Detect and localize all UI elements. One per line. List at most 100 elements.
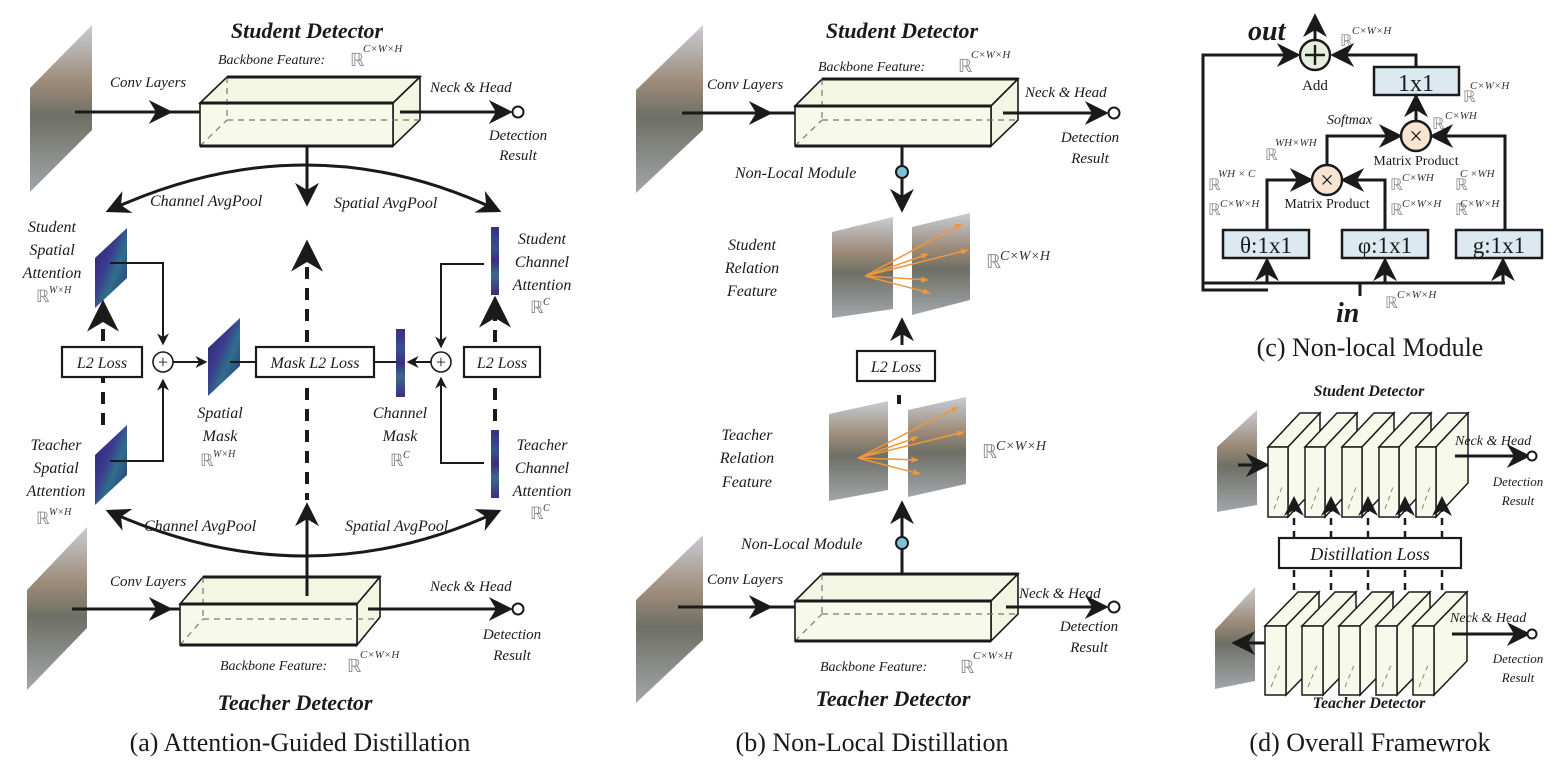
svg-text:C×W×H: C×W×H	[1352, 25, 1392, 37]
student-stage-5	[1414, 411, 1470, 519]
svg-text:g:1x1: g:1x1	[1473, 233, 1525, 258]
svg-text:Detection: Detection	[1060, 130, 1119, 146]
teacher-stage-blocks	[1263, 590, 1469, 697]
teacher-stage-5	[1411, 590, 1469, 697]
detection-output-node	[511, 105, 525, 119]
distillation-loss-arrows	[1284, 496, 1452, 600]
l2-loss-box-b	[855, 349, 937, 383]
svg-text:C: C	[543, 297, 550, 308]
svg-text:Channel: Channel	[515, 254, 570, 271]
svg-text:Result: Result	[1070, 151, 1109, 167]
svg-text:C×W×H: C×W×H	[1000, 249, 1051, 264]
svg-text:Conv Layers: Conv Layers	[110, 574, 186, 590]
input-image-teacher-d	[1215, 587, 1255, 689]
svg-text:Attention: Attention	[512, 483, 572, 500]
svg-text:ℝ: ℝ	[1455, 202, 1468, 219]
conv-layers-label: Conv Layers	[110, 75, 186, 91]
non-local-module-label-student: Non-Local Module	[734, 165, 856, 182]
l2-loss-right-box	[462, 345, 542, 379]
svg-text:L2 Loss: L2 Loss	[76, 355, 127, 372]
input-image-student	[30, 25, 92, 192]
svg-text:C×W×H: C×W×H	[971, 49, 1011, 61]
panel-a-attention-guided-distillation: Student Detector Backbone Feature: ℝ C×W…	[22, 18, 572, 757]
svg-text:ℝ: ℝ	[958, 56, 972, 76]
student-channel-attention-bar	[491, 227, 499, 295]
svg-text:1x1: 1x1	[1398, 71, 1434, 97]
svg-text:C×W×H: C×W×H	[1397, 289, 1437, 301]
svg-text:+: +	[158, 352, 168, 372]
svg-text:Feature: Feature	[726, 283, 777, 300]
svg-text:C×W×H: C×W×H	[1460, 198, 1500, 210]
svg-text:ℝ: ℝ	[1390, 202, 1403, 219]
panel-c-non-local-module: out Add ℝ C×W×H 1x1 ℝ C×W×H × Matrix Pro…	[1201, 13, 1544, 362]
svg-text:Feature: Feature	[721, 474, 772, 491]
svg-text:×: ×	[1320, 168, 1334, 194]
svg-text:Neck & Head: Neck & Head	[1024, 85, 1107, 101]
teacher-relation-feature-label: Teacher	[722, 427, 774, 444]
svg-text:ℝ: ℝ	[986, 252, 1001, 273]
svg-text:+: +	[436, 352, 446, 372]
svg-text:C: C	[543, 503, 550, 514]
teacher-relation-image-left	[829, 401, 888, 501]
svg-text:ℝ: ℝ	[1385, 295, 1398, 312]
svg-text:ℝ: ℝ	[200, 451, 214, 470]
student-relation-feature-label: Student	[728, 237, 777, 254]
svg-text:Relation: Relation	[719, 450, 774, 467]
student-detector-title: Student Detector	[231, 18, 384, 43]
teacher-detector-title-d: Teacher Detector	[1313, 695, 1426, 712]
input-image-teacher-b	[636, 535, 703, 703]
svg-text:Attention: Attention	[22, 265, 82, 282]
svg-text:Backbone Feature:: Backbone Feature:	[220, 659, 327, 674]
non-local-module-node-teacher	[895, 536, 909, 550]
svg-text:ℝ: ℝ	[530, 504, 544, 523]
svg-text:ℝ: ℝ	[982, 442, 997, 463]
svg-text:ℝ: ℝ	[347, 656, 361, 676]
svg-text:Detection: Detection	[482, 627, 541, 643]
svg-text:Result: Result	[1069, 640, 1108, 656]
svg-text:W×H: W×H	[49, 507, 72, 518]
svg-text:φ:1x1: φ:1x1	[1358, 233, 1412, 258]
svg-text:Spatial: Spatial	[29, 242, 75, 259]
teacher-relation-arrows	[857, 406, 965, 476]
svg-text:Detection: Detection	[1492, 651, 1544, 666]
bottom-pool-arc	[105, 508, 502, 558]
spatial-mask-map	[208, 318, 240, 396]
svg-text:ℝ: ℝ	[1208, 177, 1221, 194]
backbone-feature-label: Backbone Feature:	[218, 53, 325, 68]
backbone-dim: C×W×H	[363, 43, 403, 55]
phi-conv-box	[1340, 228, 1430, 260]
svg-text:C ×WH: C ×WH	[1460, 168, 1496, 180]
channel-mask-bar	[396, 329, 405, 397]
svg-text:ℝ: ℝ	[530, 298, 544, 317]
svg-text:Conv Layers: Conv Layers	[707, 572, 783, 588]
input-image-teacher	[27, 527, 87, 690]
svg-text:C: C	[403, 450, 410, 461]
neck-head-label-d-student: Neck & Head	[1454, 434, 1532, 449]
input-image-student-d	[1217, 410, 1257, 512]
svg-text:Neck & Head: Neck & Head	[1018, 586, 1101, 602]
svg-text:ℝ: ℝ	[1390, 177, 1403, 194]
channel-avgpool-bottom: Channel AvgPool	[144, 518, 257, 535]
channel-add-node	[430, 351, 452, 373]
svg-text:Detection: Detection	[1492, 474, 1544, 489]
svg-text:Detection: Detection	[1059, 619, 1118, 635]
svg-text:Backbone Feature:: Backbone Feature:	[820, 660, 927, 675]
svg-text:Neck & Head: Neck & Head	[429, 579, 512, 595]
svg-text:ℝ: ℝ	[1208, 202, 1221, 219]
svg-text:Distillation Loss: Distillation Loss	[1309, 544, 1430, 564]
student-spatial-attention-map	[95, 228, 127, 308]
teacher-relation-image-right	[908, 397, 966, 497]
student-detector-title-b: Student Detector	[826, 18, 979, 43]
teacher-channel-attention-bar	[491, 430, 499, 498]
caption-b: (b) Non-Local Distillation	[736, 728, 1009, 757]
caption-d: (d) Overall Framewrok	[1249, 728, 1490, 757]
spatial-avgpool-top: Spatial AvgPool	[334, 195, 438, 212]
teacher-backbone-feature-box	[178, 574, 382, 648]
svg-text:×: ×	[1409, 124, 1423, 150]
detection-result-label: Detection	[488, 128, 547, 144]
l2-loss-left-box	[60, 345, 144, 379]
neck-head-label: Neck & Head	[429, 80, 512, 96]
svg-text:WH×WH: WH×WH	[1275, 137, 1318, 149]
non-local-module-node-student	[895, 165, 909, 179]
